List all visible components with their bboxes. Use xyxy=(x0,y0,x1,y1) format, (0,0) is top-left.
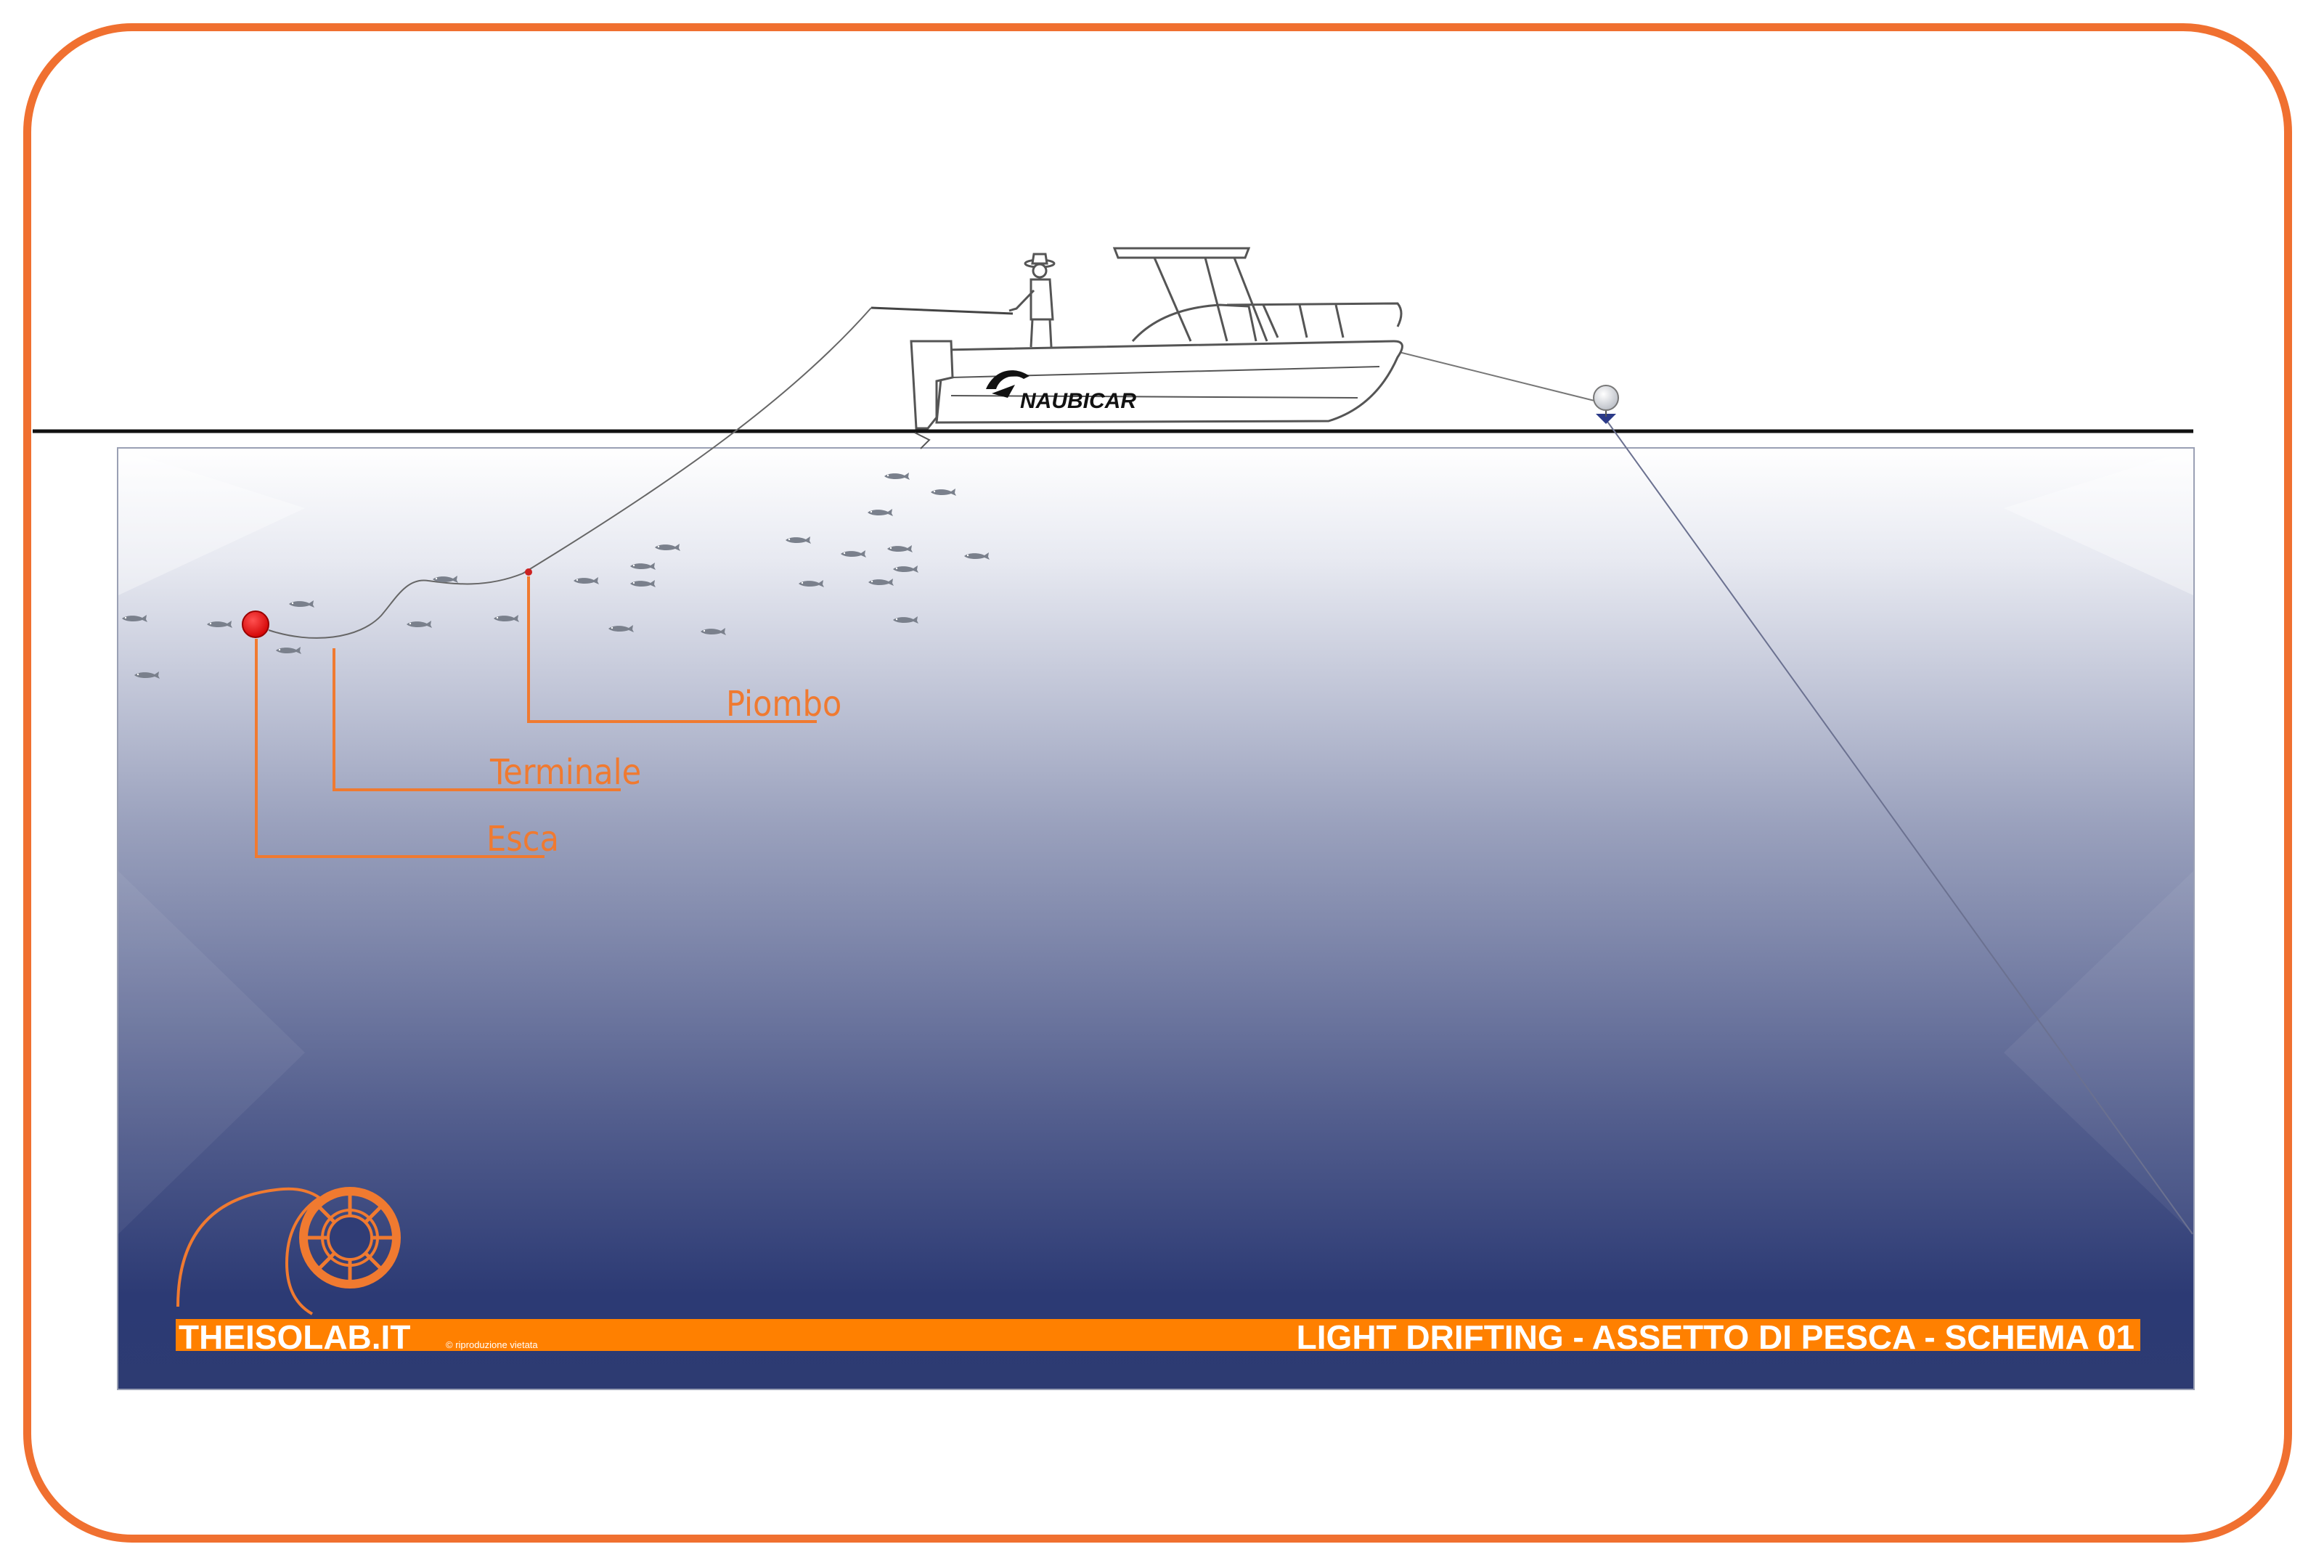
bait xyxy=(242,611,269,638)
fisherman-icon xyxy=(1008,253,1056,348)
footer-copyright: © riproduzione vietata xyxy=(446,1339,538,1350)
drift-line xyxy=(1605,419,2193,1235)
footer-bar xyxy=(176,1319,2140,1351)
outer-frame xyxy=(23,23,2292,1543)
footer-title: LIGHT DRIFTING - ASSETTO DI PESCA - SCHE… xyxy=(1297,1318,2135,1356)
buoy-icon xyxy=(1593,385,1619,424)
fishing-rod xyxy=(871,306,1014,315)
label-esca: Esca xyxy=(486,819,559,859)
boat-brand: NAUBICAR xyxy=(986,370,1136,413)
svg-text:NAUBICAR: NAUBICAR xyxy=(1020,389,1136,413)
callout-lines xyxy=(255,576,817,858)
sinker xyxy=(525,568,532,576)
label-piombo: Piombo xyxy=(726,684,841,724)
label-terminale: Terminale xyxy=(489,752,641,793)
footer-site: THEISOLAB.IT xyxy=(179,1318,410,1356)
boat-icon xyxy=(910,247,1403,449)
fishing-line xyxy=(268,307,872,639)
water-area xyxy=(117,447,2195,1390)
theisolab-logo-icon xyxy=(176,1187,401,1315)
